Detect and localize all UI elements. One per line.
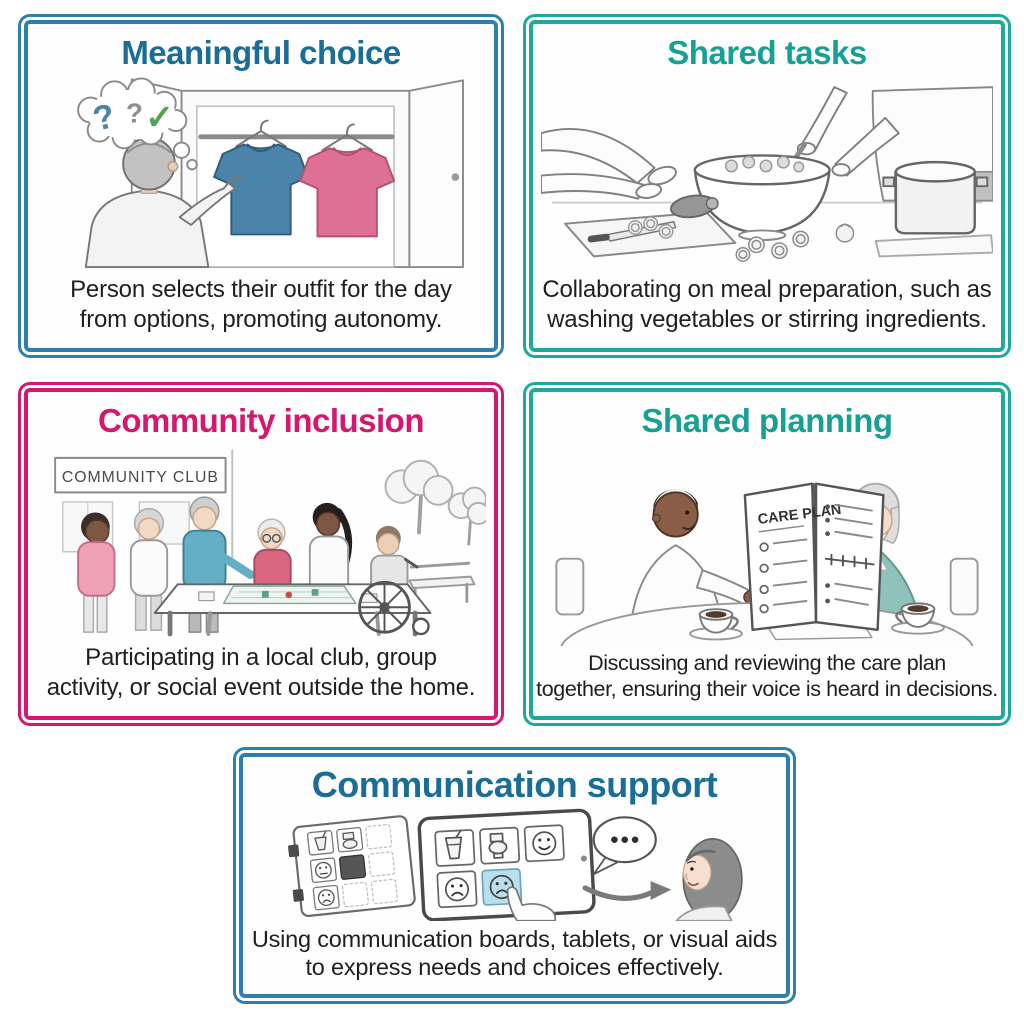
board-sad-face-icon — [317, 889, 335, 907]
meal-preparation-illustration — [533, 71, 1001, 273]
coffee-cup-right — [891, 602, 945, 635]
tablet-camera — [580, 855, 587, 862]
mixing-bowl — [693, 154, 831, 241]
tablet-selected-sad-face-icon — [489, 874, 514, 899]
coffee-cup-left — [689, 608, 743, 641]
caption-communication-support: Using communication boards, tablets, or … — [251, 925, 778, 982]
cooking-pot — [874, 160, 993, 258]
panel-meaningful-choice: Meaningful choice — [18, 14, 504, 358]
pink-tshirt — [299, 123, 396, 238]
park-trees — [384, 459, 486, 546]
person-pink-sweater — [77, 512, 116, 633]
seated-woman-red-top — [253, 518, 292, 593]
panel-title-shared-tasks: Shared tasks — [667, 34, 867, 71]
chair-left — [555, 557, 585, 616]
woman-white-shirt — [308, 502, 353, 595]
caption-line: Discussing and reviewing the care plan — [588, 650, 946, 675]
community-club-sign — [54, 456, 227, 494]
chair-right — [949, 557, 979, 616]
thought-bubble: ? ? ✓ — [77, 77, 198, 171]
speech-bubble — [592, 816, 657, 876]
care-plan-booklet: CARE PLAN — [743, 482, 885, 632]
tablet — [417, 808, 596, 921]
blue-tshirt — [213, 119, 309, 236]
table-with-board-game — [153, 583, 432, 637]
listener-woman — [675, 838, 743, 921]
communication-aids-illustration — [243, 805, 786, 923]
wheelchair — [358, 557, 430, 636]
board-toilet-icon — [342, 831, 358, 850]
caption-line: Participating in a local club, group — [85, 644, 437, 672]
wardrobe-choice-illustration: ? ? ✓ — [28, 71, 494, 273]
board-neutral-face-icon — [315, 861, 332, 879]
community-club-sign-text: COMMUNITY CLUB — [62, 469, 219, 486]
caption-line: Person selects their outfit for the day — [70, 276, 452, 304]
panel-community-inclusion: Community inclusion COMMUNITY CLUB — [18, 382, 504, 726]
ellipsis-dots-icon — [611, 836, 639, 844]
pointing-hand — [506, 886, 557, 921]
tablet-happy-face-icon — [532, 831, 557, 856]
panel-title-meaningful-choice: Meaningful choice — [121, 34, 401, 71]
caption-shared-tasks: Collaborating on meal preparation, such … — [542, 275, 991, 334]
panel-title-communication-support: Communication support — [311, 764, 718, 805]
tablet-drink-icon — [444, 829, 463, 860]
caption-line: together, ensuring their voice is heard … — [536, 676, 998, 701]
caption-line: washing vegetables or stirring ingredien… — [547, 305, 987, 333]
door-knob — [451, 173, 460, 181]
panel-title-shared-planning: Shared planning — [641, 402, 893, 439]
tablet-sad-face-icon — [444, 877, 470, 902]
community-club-illustration: COMMUNITY CLUB — [28, 439, 494, 641]
garlic — [835, 223, 855, 243]
panel-communication-support: Communication support — [233, 747, 796, 1004]
timeline — [824, 553, 875, 570]
caption-line: Using communication boards, tablets, or … — [251, 925, 778, 952]
panel-shared-tasks: Shared tasks — [523, 14, 1011, 358]
caption-line: to express needs and choices effectively… — [305, 954, 724, 981]
panel-shared-planning: Shared planning — [523, 382, 1011, 726]
caption-line: from options, promoting autonomy. — [79, 305, 443, 333]
question-mark-icon: ? — [126, 97, 143, 128]
communication-board — [288, 815, 416, 917]
cutting-board — [564, 194, 737, 258]
panel-title-community-inclusion: Community inclusion — [97, 402, 425, 439]
care-plan-illustration: CARE PLAN — [533, 439, 1001, 648]
caption-line: activity, or social event outside the ho… — [46, 673, 476, 701]
tablet-toilet-icon — [488, 832, 508, 859]
vegetable-slices — [735, 223, 855, 262]
helper-arms-left — [541, 127, 677, 200]
board-drink-icon — [314, 831, 327, 851]
caption-line: Collaborating on meal preparation, such … — [542, 276, 992, 304]
check-mark-icon: ✓ — [145, 99, 174, 137]
arrow-icon — [582, 881, 672, 901]
